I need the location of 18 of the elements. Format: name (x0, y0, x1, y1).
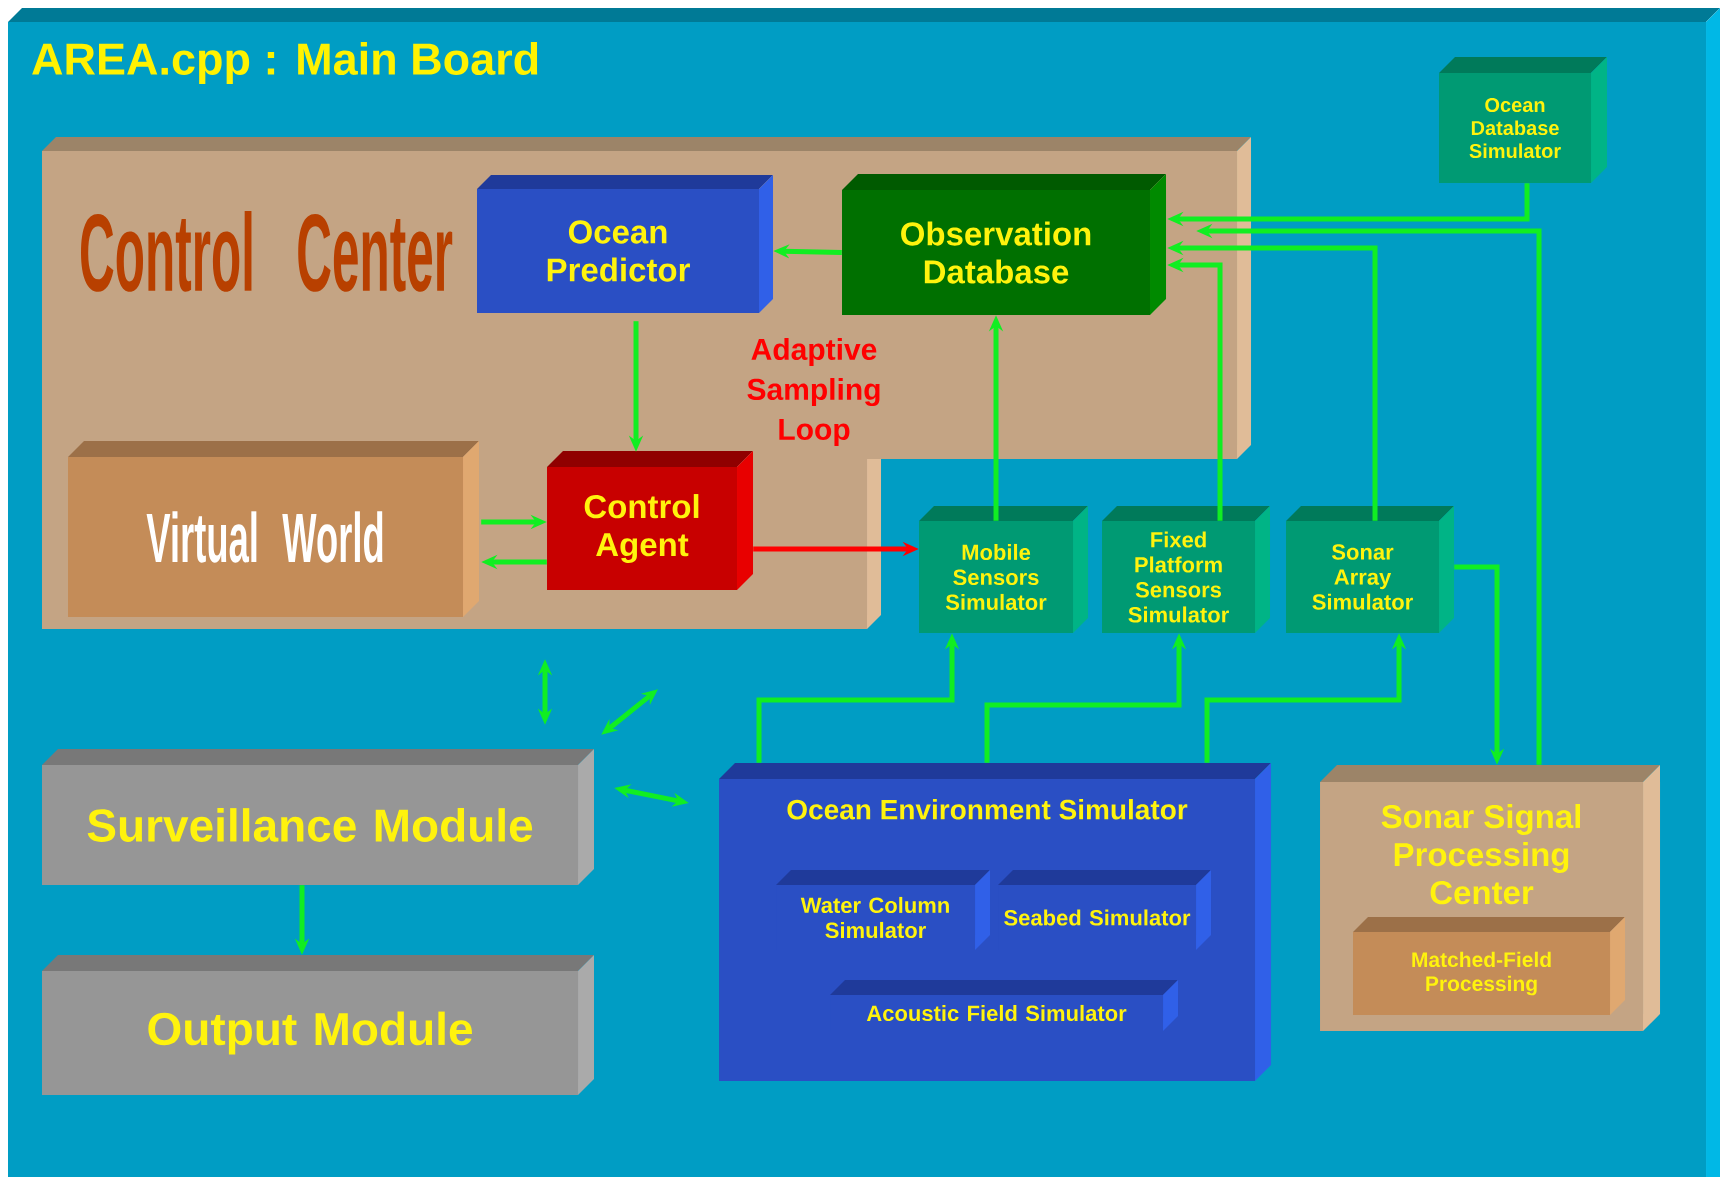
loop-label: Adaptive Sampling Loop (747, 338, 880, 446)
module-box: Control Agent (547, 451, 753, 590)
node-label: Water Column Simulator (800, 896, 949, 939)
module-box: Observation Database (842, 174, 1166, 315)
module-box: Matched-Field Processing (1353, 917, 1625, 1015)
node-label: Seabed Simulator (1004, 909, 1191, 926)
module-box: Water Column Simulator (776, 870, 990, 950)
module-box: Sonar Array Simulator (1286, 506, 1454, 633)
module-box: Virtual World (68, 441, 479, 617)
module-box: Mobile Sensors Simulator (919, 506, 1088, 633)
node-label: Acoustic Field Simulator (866, 1004, 1127, 1022)
module-box: Acoustic Field Simulator (830, 980, 1178, 1031)
module-box: Surveillance Module (42, 749, 594, 885)
module-box: Seabed Simulator (998, 870, 1211, 950)
module-box: Ocean Predictor (477, 175, 773, 313)
module-box: Fixed Platform Sensors Simulator (1102, 506, 1270, 633)
module-box: Output Module (42, 955, 594, 1095)
module-box: Ocean Database Simulator (1439, 57, 1607, 183)
